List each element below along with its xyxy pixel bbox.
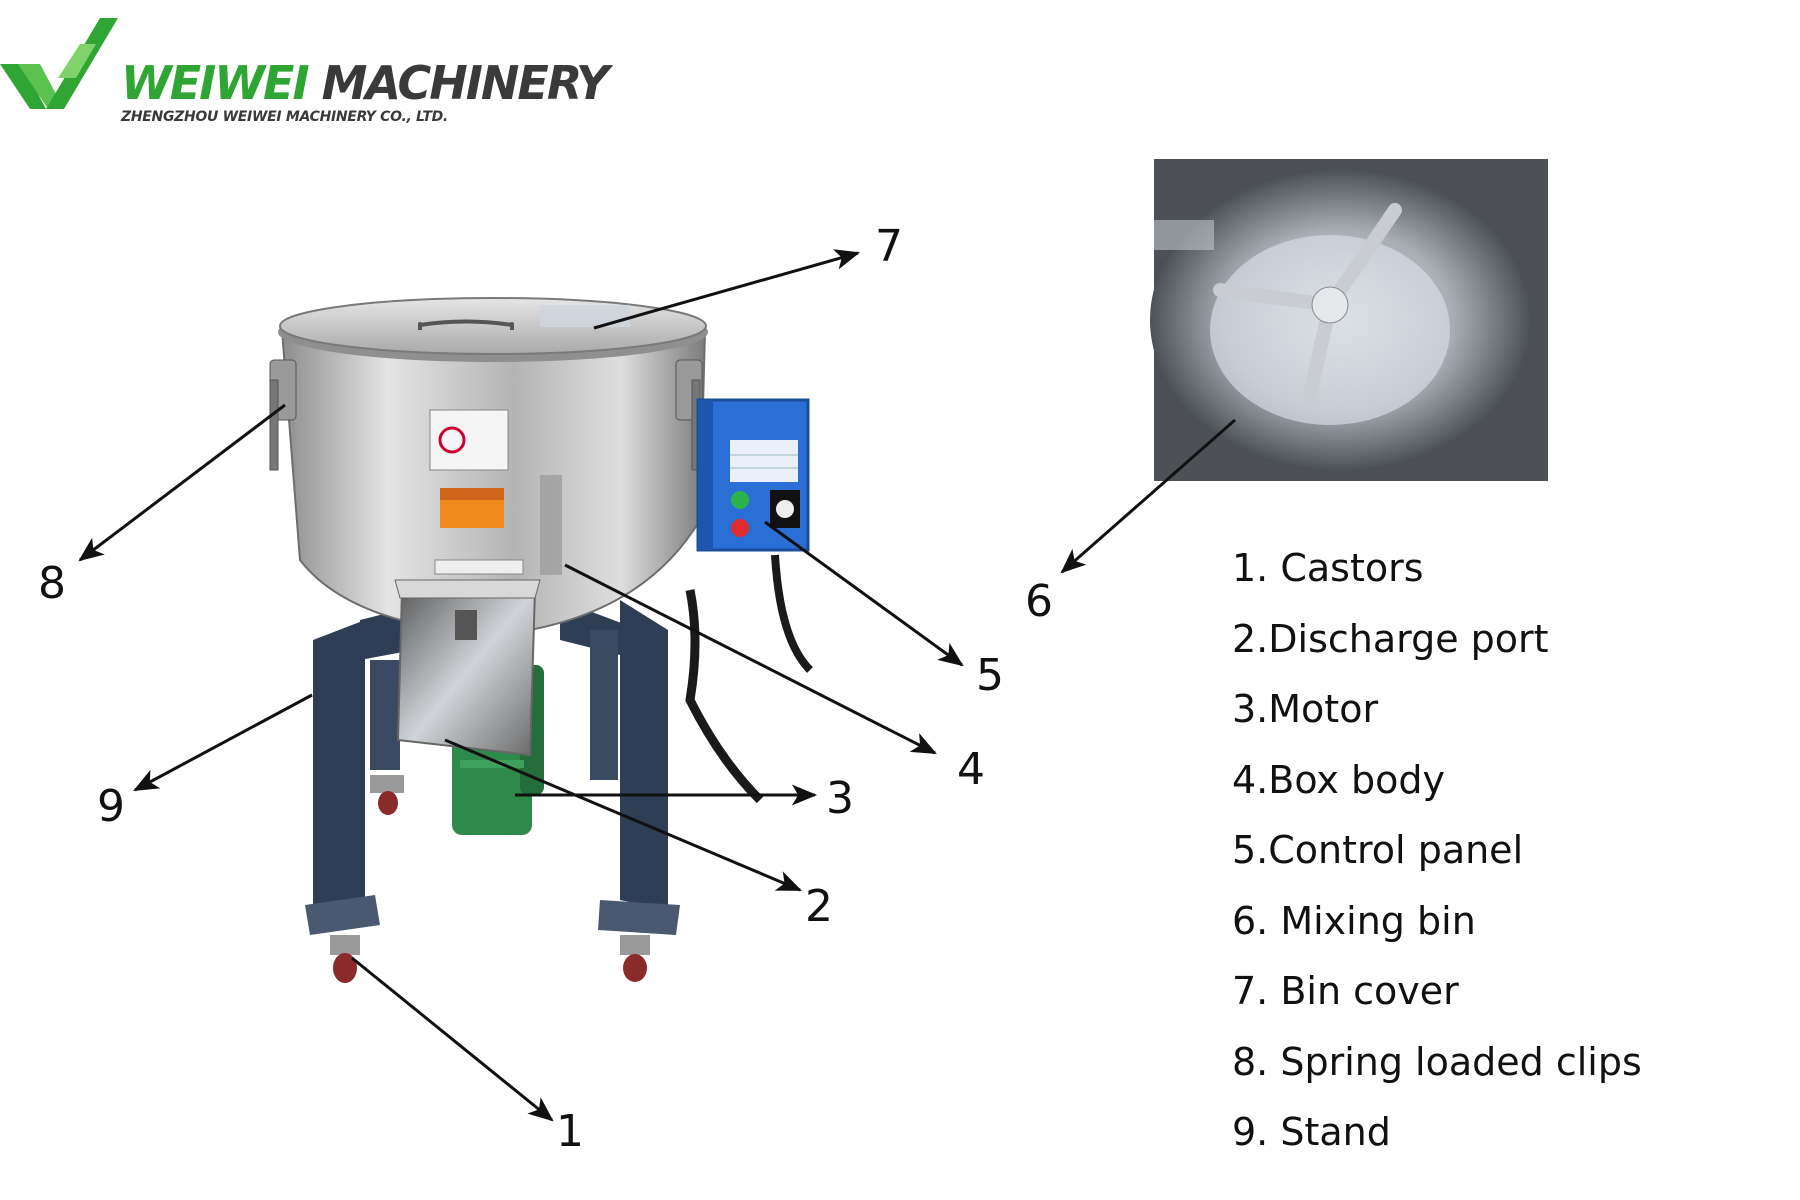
legend-item-bin-cover: 7. Bin cover: [1232, 969, 1459, 1013]
callout-2: 2: [805, 881, 833, 932]
legend-item-castors: 1. Castors: [1232, 546, 1424, 590]
discharge-port: [394, 579, 541, 757]
box-body: [280, 329, 707, 637]
brand-name-part1: WEIWEI: [121, 56, 310, 110]
callout-8: 8: [38, 558, 66, 609]
legend-item-motor: 3.Motor: [1232, 687, 1379, 731]
arrow-2: [444, 738, 802, 892]
company-logo: WEIWEI MACHINERY ZHENGZHOU WEIWEI MACHIN…: [0, 14, 609, 124]
callout-5: 5: [976, 650, 1004, 701]
brand-name: WEIWEI MACHINERY: [121, 60, 609, 106]
callout-1: 1: [556, 1106, 584, 1157]
control-panel: [685, 398, 813, 804]
legend-item-control-panel: 5.Control panel: [1232, 828, 1524, 872]
castors: [330, 775, 650, 983]
legend-item-spring-loaded-clips: 8. Spring loaded clips: [1232, 1039, 1642, 1084]
brand-name-part2: MACHINERY: [321, 56, 610, 110]
logo-mark-icon: [0, 18, 118, 109]
bin-cover: [278, 297, 708, 362]
company-name: ZHENGZHOU WEIWEI MACHINERY CO., LTD.: [121, 109, 448, 125]
arrow-5: [764, 520, 964, 667]
legend-item-mixing-bin: 6. Mixing bin: [1232, 898, 1476, 943]
callout-4: 4: [957, 744, 985, 795]
callout-9: 9: [97, 781, 125, 832]
legend-item-stand: 9. Stand: [1232, 1110, 1391, 1154]
stand: [305, 600, 680, 935]
legend-item-discharge-port: 2.Discharge port: [1232, 616, 1549, 661]
callout-3: 3: [826, 773, 854, 824]
callout-7: 7: [875, 221, 903, 272]
callout-6: 6: [1025, 576, 1053, 627]
leader-arrows: [78, 249, 1236, 1122]
arrow-7: [593, 249, 861, 330]
arrow-8: [78, 403, 286, 562]
mixing-bin-photo: [1150, 159, 1548, 481]
arrow-9: [133, 693, 313, 792]
parts-legend: 1. Castors 2.Discharge port 3.Motor 4.Bo…: [1232, 548, 1642, 1183]
arrow-4: [564, 563, 937, 755]
arrow-6: [1060, 418, 1236, 574]
arrow-1: [351, 956, 554, 1122]
spring-loaded-clips: [269, 359, 703, 471]
legend-item-box-body: 4.Box body: [1232, 757, 1445, 802]
